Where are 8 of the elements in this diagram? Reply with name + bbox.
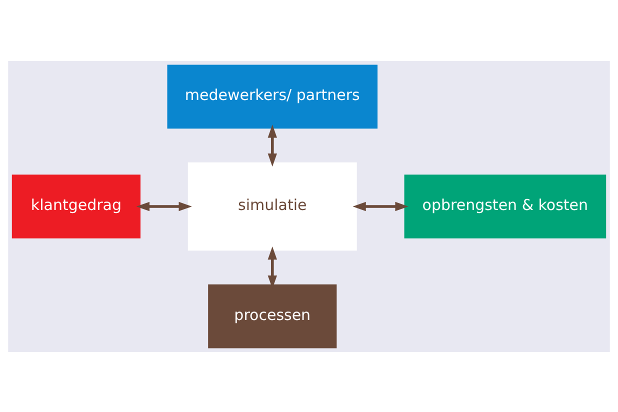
node-box: opbrengsten & kosten (404, 174, 606, 238)
node-box: medewerkers/ partners (167, 64, 378, 128)
arrow (268, 124, 277, 166)
node-box: simulatie (188, 162, 357, 250)
node-box: klantgedrag (12, 174, 140, 238)
arrow (136, 201, 192, 211)
node-box: processen (208, 284, 337, 348)
arrow (352, 201, 408, 211)
